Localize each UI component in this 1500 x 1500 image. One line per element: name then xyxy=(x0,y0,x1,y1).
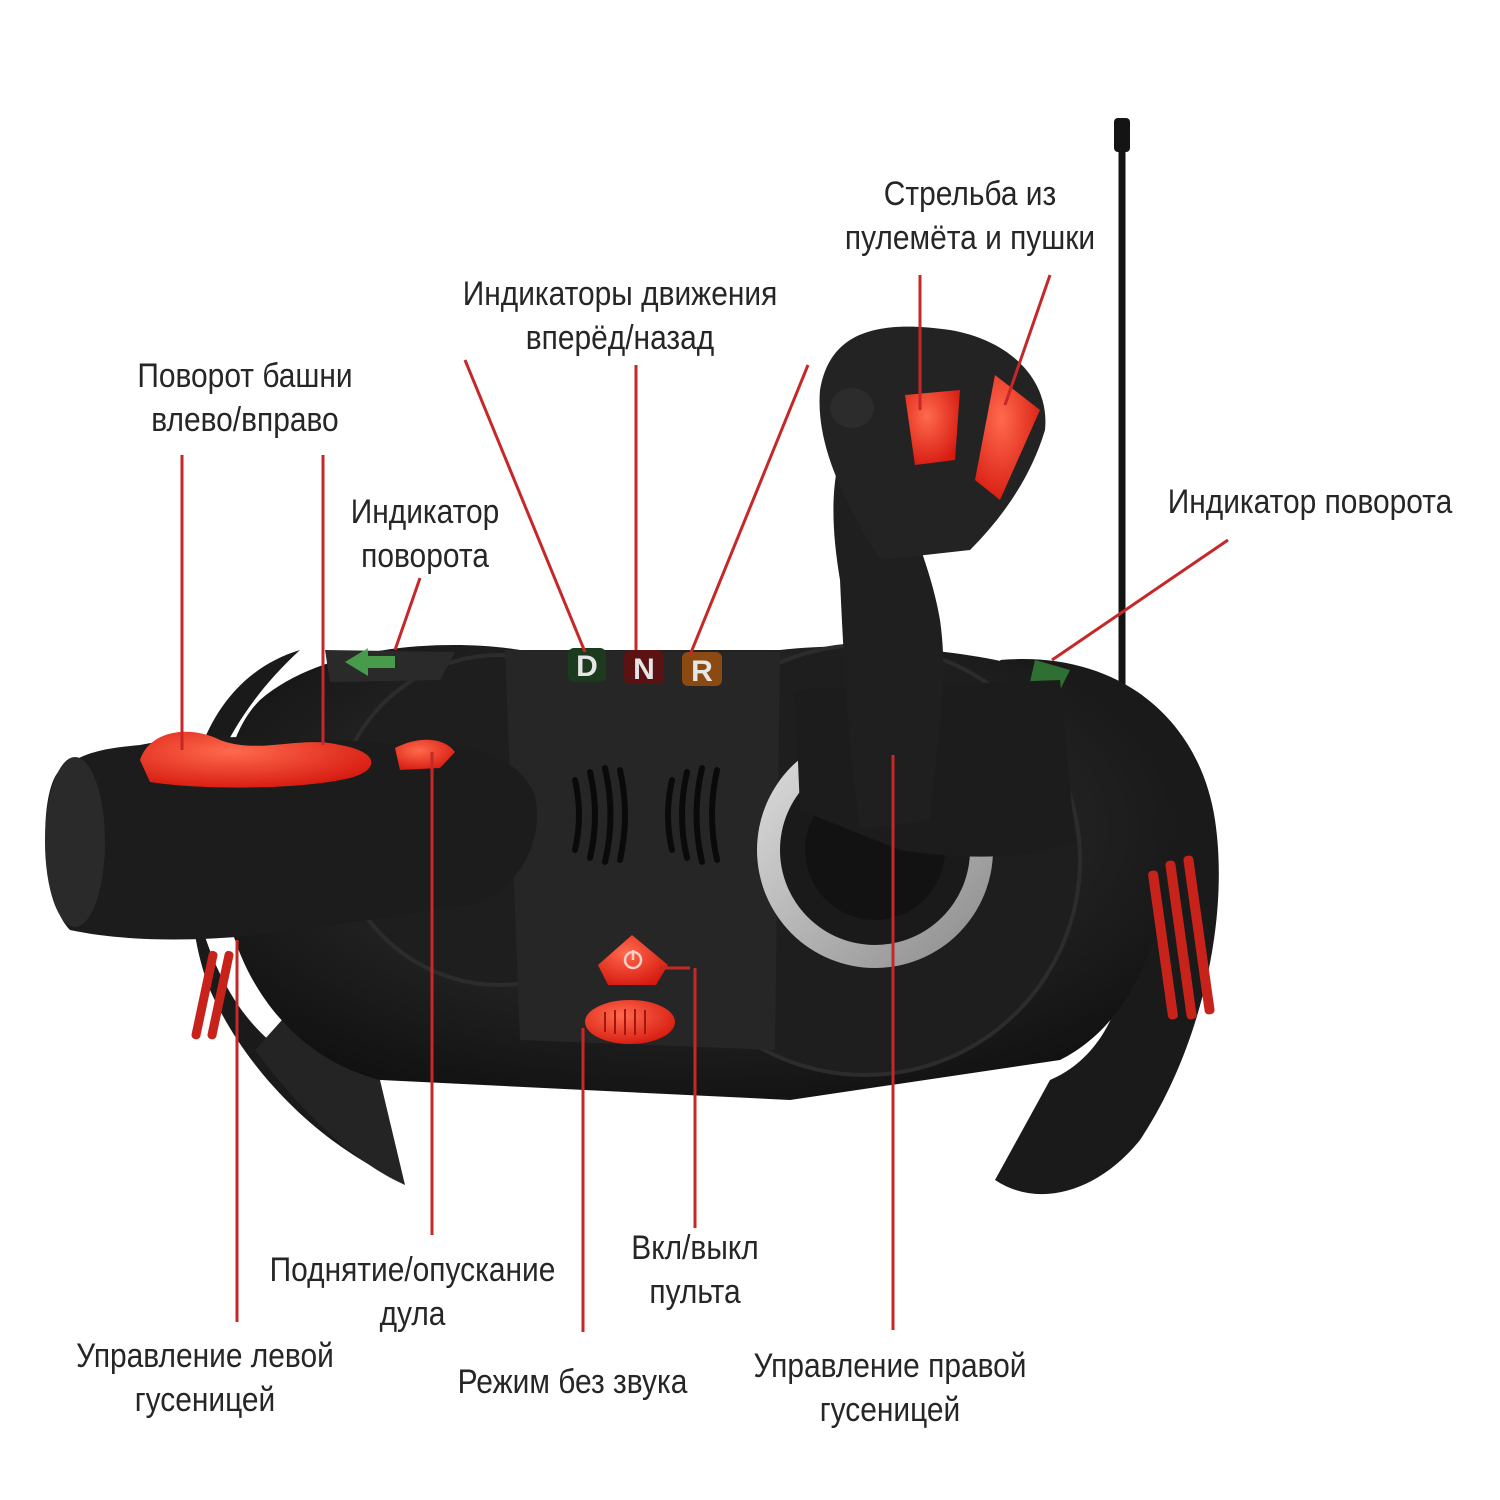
label-forward-back: Индикаторы движения вперёд/назад xyxy=(462,275,778,357)
label-left-track: Управление левой гусеницей xyxy=(76,1337,334,1419)
antenna xyxy=(1114,118,1130,690)
leader-lines xyxy=(180,274,1229,1332)
indicator-r: R xyxy=(691,655,713,688)
label-turn-right: Индикатор поворота xyxy=(1167,483,1453,521)
indicator-d: D xyxy=(576,650,598,683)
label-barrel: Поднятие/опускание дула xyxy=(269,1251,556,1333)
indicator-n: N xyxy=(633,653,655,686)
fire-button-2 xyxy=(975,375,1040,500)
right-joystick[interactable] xyxy=(757,326,1075,968)
label-fire: Стрельба из пулемёта и пушки xyxy=(844,175,1096,257)
power-button[interactable] xyxy=(598,935,668,985)
left-turn-indicator-icon xyxy=(325,648,455,682)
direction-indicators: D N R xyxy=(568,648,722,688)
label-turn-left: Индикатор поворота xyxy=(350,493,500,575)
left-grip[interactable] xyxy=(45,731,538,940)
label-right-track: Управление правой гусеницей xyxy=(753,1347,1027,1429)
mute-switch[interactable] xyxy=(585,1000,675,1044)
label-mute: Режим без звука xyxy=(457,1363,688,1401)
label-turret: Поворот башни влево/вправо xyxy=(137,357,353,439)
label-power: Вкл/выкл пульта xyxy=(631,1229,759,1311)
